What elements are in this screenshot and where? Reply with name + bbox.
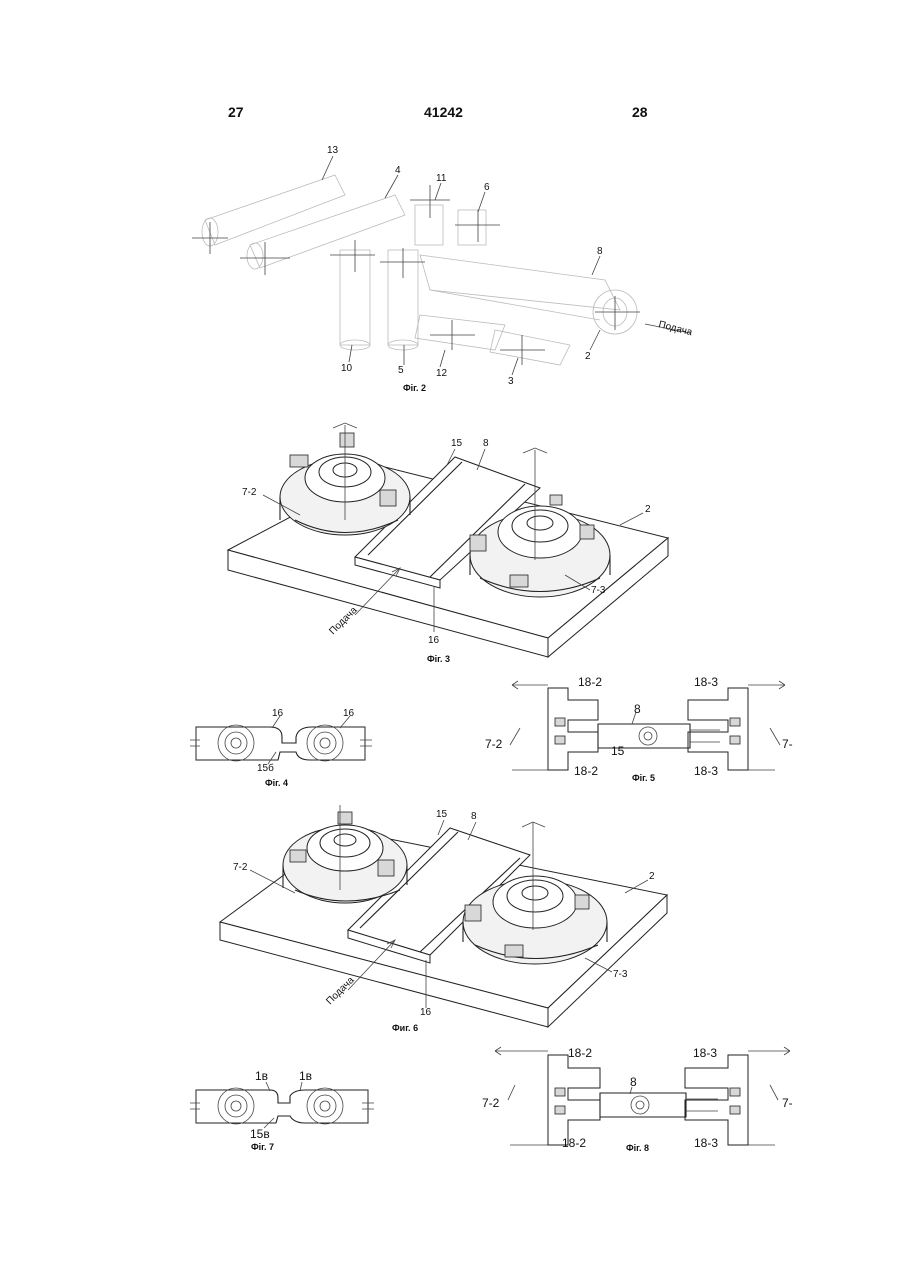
fig8-label-18-3-bottom: 18-3 (694, 1136, 718, 1150)
figure-7: 1в 1в 15в Фіг. 7 (190, 1069, 374, 1152)
figure-2: 13 4 11 6 8 10 5 12 3 2 Подача Фіг. 2 (192, 145, 694, 393)
fig3-feed-label: Подача (327, 605, 359, 637)
fig6-label-15: 15 (436, 809, 448, 820)
fig5-label-7-right: 7- (782, 737, 793, 751)
fig2-label-8: 8 (597, 246, 603, 257)
figure-6: 7-2 15 8 2 7-3 16 Подача Фиг. 6 (220, 805, 667, 1033)
fig5-caption: Фіг. 5 (632, 773, 655, 783)
fig7-label-1v-left: 1в (255, 1069, 268, 1083)
fig7-label-15v: 15в (250, 1127, 270, 1141)
fig5-label-18-2-bottom: 18-2 (574, 764, 598, 778)
fig6-label-16: 16 (420, 1007, 432, 1018)
fig8-label-18-3-top: 18-3 (693, 1046, 717, 1060)
fig5-label-8: 8 (634, 702, 641, 716)
fig2-label-3: 3 (508, 376, 514, 387)
fig8-label-7-right: 7- (782, 1096, 793, 1110)
fig3-label-7-2: 7-2 (242, 487, 257, 498)
fig6-feed-label: Подача (324, 975, 356, 1007)
fig2-feed-label: Подача (657, 319, 694, 338)
fig5-label-18-3-top: 18-3 (694, 675, 718, 689)
fig3-label-7-3: 7-3 (591, 585, 606, 596)
fig2-label-11: 11 (436, 173, 447, 184)
fig6-label-7-2: 7-2 (233, 862, 248, 873)
fig8-caption: Фіг. 8 (626, 1143, 649, 1153)
figure-8: 18-2 18-3 7-2 8 7- 18-2 18-3 Фіг. 8 (482, 1046, 793, 1153)
fig5-label-18-2-top: 18-2 (578, 675, 602, 689)
fig6-label-2: 2 (649, 871, 655, 882)
fig6-label-8: 8 (471, 811, 477, 822)
fig5-label-18-3-bottom: 18-3 (694, 764, 718, 778)
fig2-label-13: 13 (327, 145, 339, 156)
fig4-label-16-right: 16 (343, 708, 355, 719)
fig2-label-12: 12 (436, 368, 448, 379)
fig7-caption: Фіг. 7 (251, 1142, 274, 1152)
fig8-label-18-2-bottom: 18-2 (562, 1136, 586, 1150)
figure-5: 18-2 18-3 7-2 8 7- 15 18-2 18-3 Фіг. 5 (485, 675, 793, 783)
fig2-label-5: 5 (398, 365, 404, 376)
fig8-label-18-2-top: 18-2 (568, 1046, 592, 1060)
fig4-caption: Фіг. 4 (265, 778, 288, 788)
fig5-label-15: 15 (611, 744, 625, 758)
fig8-label-8: 8 (630, 1075, 637, 1089)
fig2-label-10: 10 (341, 363, 353, 374)
fig2-caption: Фіг. 2 (403, 383, 426, 393)
fig4-label-15b: 15б (257, 762, 274, 774)
fig3-caption: Фіг. 3 (427, 654, 450, 664)
fig7-label-1v-right: 1в (299, 1069, 312, 1083)
figure-4: 16 16 15б Фіг. 4 (190, 708, 372, 788)
fig2-label-2: 2 (585, 351, 591, 362)
fig3-label-2: 2 (645, 504, 651, 515)
fig4-label-16-left: 16 (272, 708, 284, 719)
fig8-label-7-2: 7-2 (482, 1096, 500, 1110)
fig3-label-16: 16 (428, 635, 440, 646)
fig2-label-6: 6 (484, 182, 490, 193)
fig6-label-7-3: 7-3 (613, 969, 628, 980)
figure-3: 7-2 15 8 2 7-3 16 Подача Фіг. 3 (228, 423, 668, 664)
fig6-caption: Фиг. 6 (392, 1023, 418, 1033)
fig5-label-7-2: 7-2 (485, 737, 503, 751)
fig3-label-8: 8 (483, 438, 489, 449)
fig2-label-4: 4 (395, 165, 401, 176)
fig3-label-15: 15 (451, 438, 463, 449)
